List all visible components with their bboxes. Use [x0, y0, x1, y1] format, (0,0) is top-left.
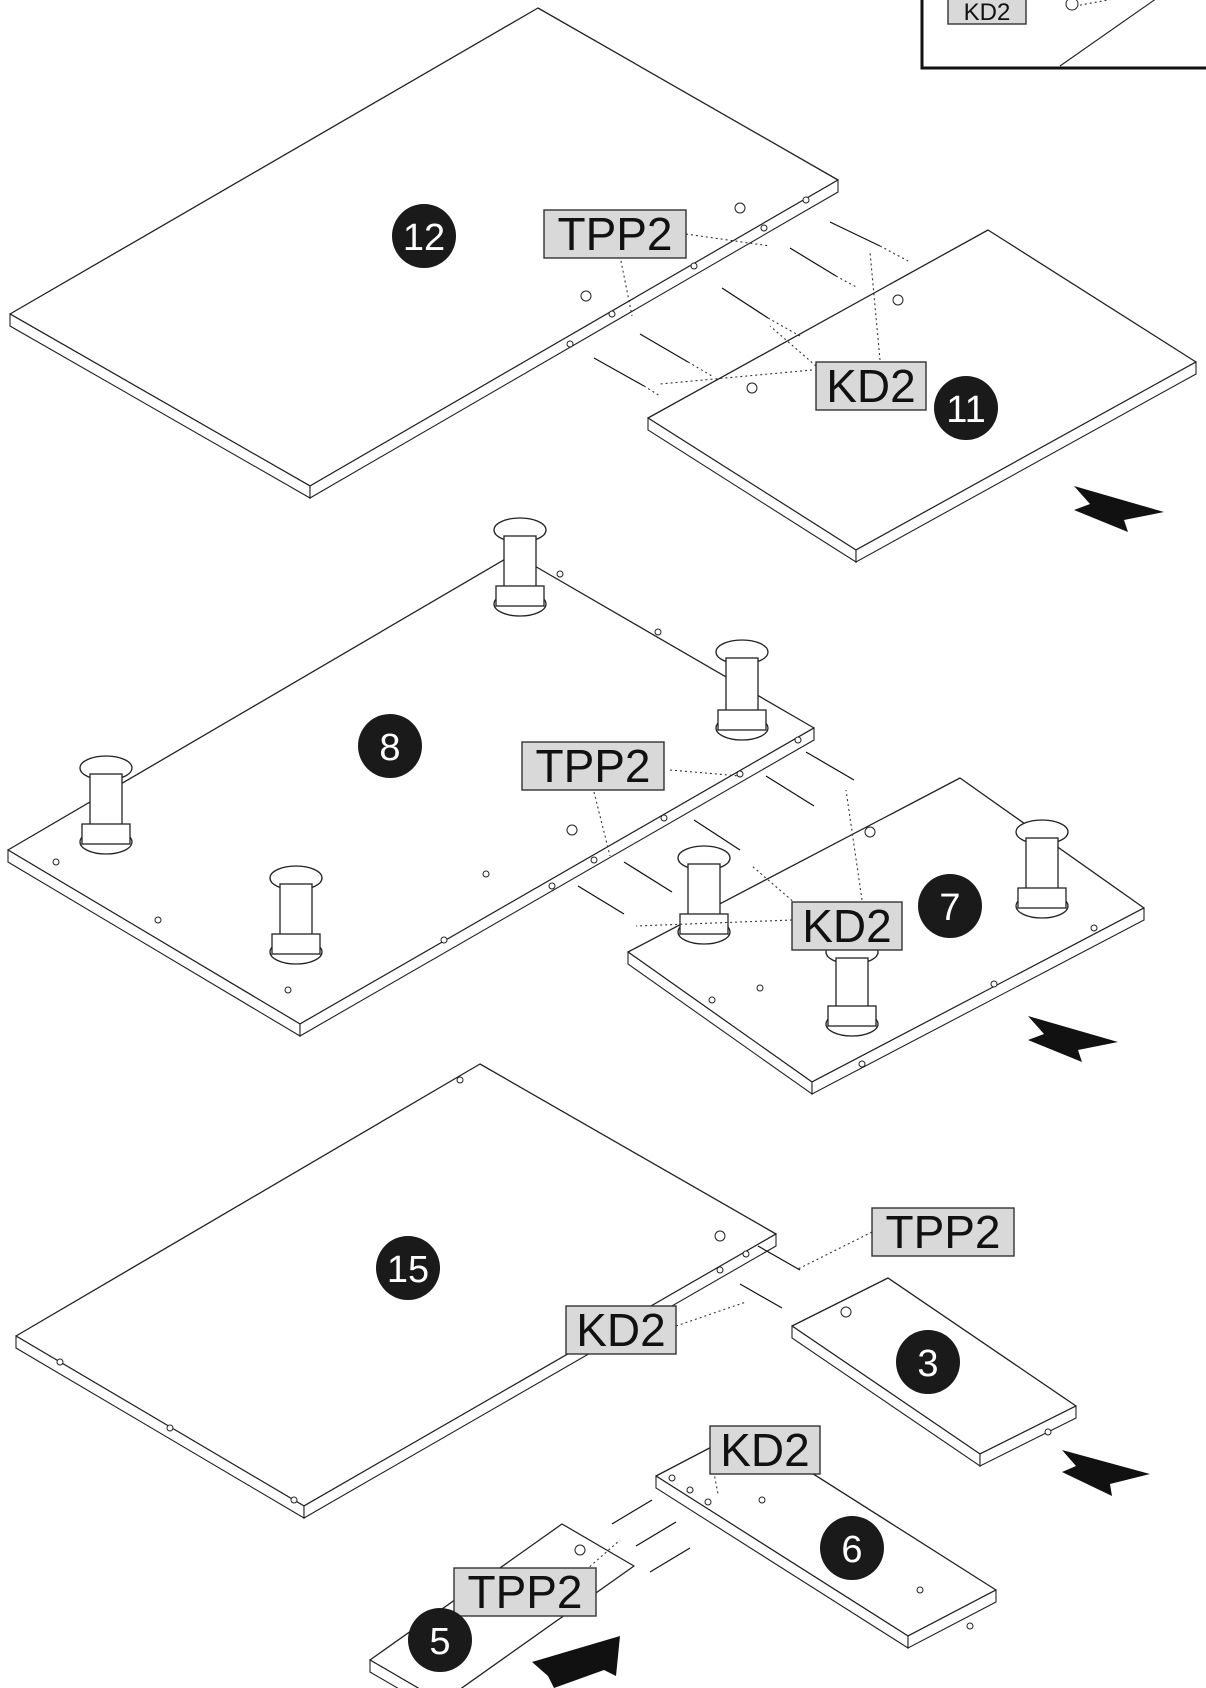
leg-3 [79, 755, 133, 855]
push-arrow-4 [532, 1636, 620, 1688]
detail-inset: KD2 [920, 0, 1206, 70]
svg-text:TPP2: TPP2 [557, 208, 672, 260]
svg-text:12: 12 [403, 217, 445, 259]
panel-8 [7, 553, 815, 1037]
kd2-label-2: KD2 [791, 900, 903, 952]
push-arrow-3 [1062, 1450, 1150, 1496]
kd2-label-1: KD2 [815, 360, 927, 412]
svg-text:11: 11 [946, 389, 985, 431]
svg-text:8: 8 [379, 727, 400, 769]
svg-text:TPP2: TPP2 [885, 1206, 1000, 1258]
svg-text:KD2: KD2 [720, 1424, 809, 1476]
tpp2-label-2: TPP2 [521, 740, 665, 792]
push-arrow-2 [1028, 1016, 1118, 1062]
inset-kd2-label: KD2 [964, 0, 1011, 26]
part-badge-6: 6 [820, 1516, 884, 1580]
fittings-1 [593, 221, 911, 397]
leg-5 [677, 845, 731, 945]
part-badge-8: 8 [358, 714, 422, 778]
kd2-label-4: KD2 [709, 1424, 821, 1476]
tpp2-label-3: TPP2 [871, 1206, 1015, 1258]
leg-2 [715, 639, 769, 741]
section-panels-12-11: TPP2 KD2 12 11 [9, 7, 1197, 564]
leg-1 [493, 517, 547, 617]
section-panels-8-7: TPP2 KD2 8 7 [7, 517, 1145, 1096]
tpp2-label-4: TPP2 [453, 1566, 597, 1618]
part-badge-3: 3 [896, 1330, 960, 1394]
part-badge-7: 7 [918, 874, 982, 938]
part-badge-15: 15 [376, 1236, 440, 1300]
svg-text:7: 7 [939, 887, 960, 929]
svg-text:KD2: KD2 [826, 360, 915, 412]
svg-text:15: 15 [387, 1249, 429, 1291]
leg-4 [269, 865, 323, 965]
svg-text:TPP2: TPP2 [467, 1566, 582, 1618]
svg-text:TPP2: TPP2 [535, 740, 650, 792]
svg-text:KD2: KD2 [802, 900, 891, 952]
part-badge-5: 5 [408, 1608, 472, 1672]
part-badge-12: 12 [392, 204, 456, 268]
part-badge-11: 11 [934, 376, 998, 440]
fittings-2 [577, 751, 855, 915]
leg-6 [1015, 819, 1069, 919]
svg-text:5: 5 [429, 1621, 450, 1663]
section-panels-15-3-6-5: TPP2 KD2 KD2 TPP2 15 3 6 5 [15, 1063, 1150, 1688]
push-arrow-1 [1074, 486, 1164, 532]
svg-text:3: 3 [917, 1343, 938, 1385]
tpp2-label-1: TPP2 [543, 208, 687, 260]
svg-text:KD2: KD2 [576, 1304, 665, 1356]
svg-text:6: 6 [841, 1529, 862, 1571]
kd2-label-3: KD2 [565, 1304, 677, 1356]
fittings-3 [611, 1245, 801, 1573]
